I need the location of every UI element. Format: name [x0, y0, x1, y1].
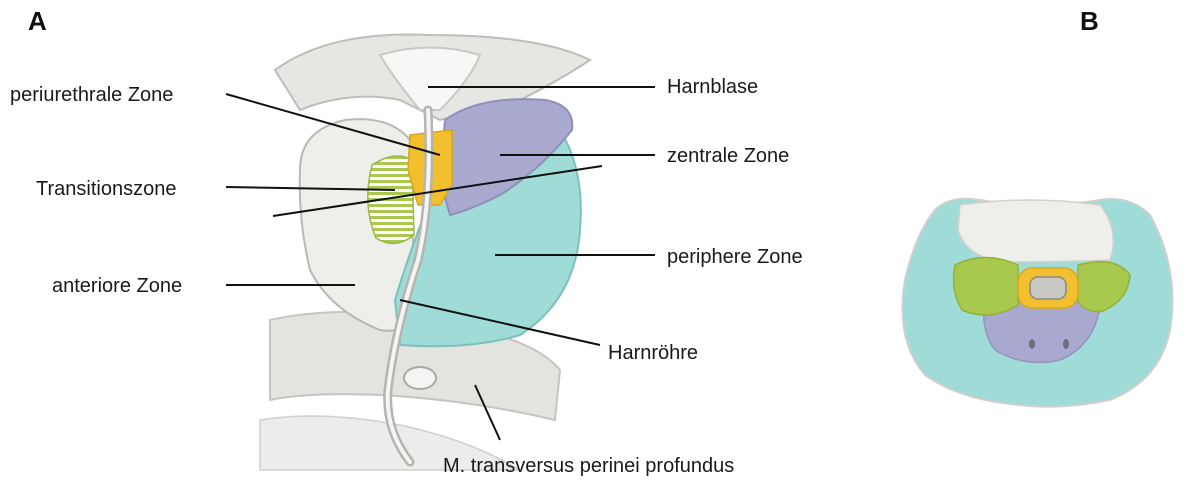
anterior-zone-cross: [958, 200, 1113, 262]
label-transition-zone: Transitionszone: [36, 178, 176, 201]
label-periurethral-zone: periurethrale Zone: [10, 84, 173, 107]
label-anterior-zone: anteriore Zone: [52, 275, 182, 298]
bulbourethral-gland: [404, 367, 436, 389]
ejaculatory-duct-right: [1063, 339, 1069, 349]
urethra-lumen-cross: [1030, 277, 1066, 299]
panel-label-b: B: [1080, 6, 1099, 37]
panel-b-illustration: [903, 199, 1173, 407]
label-bladder: Harnblase: [667, 76, 758, 99]
label-peripheral-zone: periphere Zone: [667, 246, 803, 269]
label-transverse-perineal-muscle: M. transversus perinei profundus: [443, 455, 734, 478]
label-central-zone: zentrale Zone: [667, 145, 789, 168]
label-urethra: Harnröhre: [608, 342, 698, 365]
ejaculatory-duct-left: [1029, 339, 1035, 349]
panel-a-illustration: [260, 34, 590, 470]
panel-label-a: A: [28, 6, 47, 37]
transition-zone-left: [954, 258, 1018, 315]
